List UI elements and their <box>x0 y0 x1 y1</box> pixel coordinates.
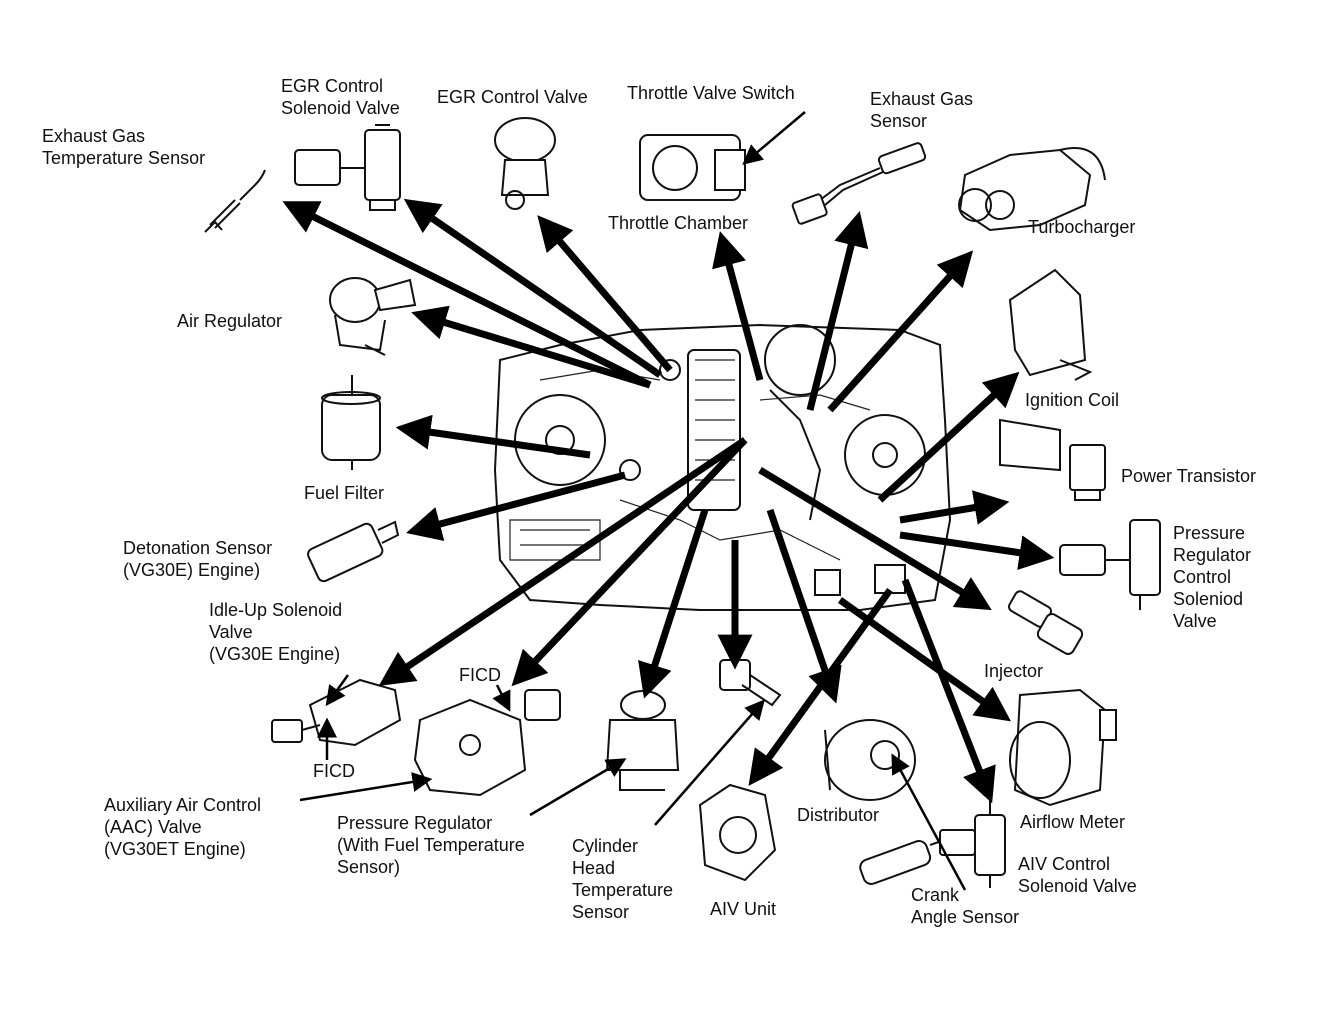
label-pressure-regulator: Pressure Regulator (With Fuel Temperatur… <box>337 813 525 877</box>
power-transistor-part <box>999 418 1106 501</box>
egr-control-valve-part <box>494 117 556 210</box>
pressure-regulator-control-solenoid-valve-part <box>1059 519 1161 610</box>
label-fuel-filter: Fuel Filter <box>304 483 385 503</box>
label-injector: Injector <box>984 661 1044 681</box>
leader-arrows <box>299 111 967 891</box>
label-ignition-coil: Ignition Coil <box>1025 390 1120 410</box>
label-aiv-unit: AIV Unit <box>710 899 777 919</box>
label-egr-control-valve: EGR Control Valve <box>437 87 588 107</box>
label-auxiliary-air-control-valve: Auxiliary Air Control (AAC) Valve (VG30E… <box>104 795 262 859</box>
label-ficd-lower: FICD <box>313 761 355 781</box>
label-exhaust-gas-sensor: Exhaust Gas Sensor <box>870 89 974 131</box>
throttle-chamber-part <box>639 134 746 201</box>
label-cylinder-head-temperature-sensor: Cylinder Head Temperature Sensor <box>572 836 674 922</box>
airflow-meter-part <box>1009 688 1117 807</box>
distributor-part <box>824 719 916 801</box>
label-power-transistor: Power Transistor <box>1121 466 1257 486</box>
label-crank-angle-sensor: Crank Angle Sensor <box>911 885 1020 927</box>
ignition-coil-part <box>1008 268 1093 381</box>
label-throttle-chamber: Throttle Chamber <box>608 213 749 233</box>
air-regulator-part <box>329 277 417 356</box>
aiv-control-solenoid-valve-part <box>939 800 1006 888</box>
label-ficd-upper: FICD <box>459 665 501 685</box>
label-distributor: Distributor <box>797 805 880 825</box>
label-air-regulator: Air Regulator <box>177 311 283 331</box>
label-aiv-control-solenoid-valve: AIV Control Solenoid Valve <box>1018 854 1137 896</box>
label-idle-up-solenoid-valve: Idle-Up Solenoid Valve (VG30E Engine) <box>209 600 343 664</box>
aac-valve-part <box>413 689 561 797</box>
label-egr-control-solenoid-valve: EGR Control Solenoid Valve <box>281 76 400 118</box>
label-exhaust-gas-temperature-sensor: Exhaust Gas Temperature Sensor <box>42 126 206 168</box>
pointer-arrows <box>282 198 1055 804</box>
pressure-regulator-part <box>605 690 680 791</box>
exhaust-gas-temperature-sensor-part <box>204 169 266 233</box>
exhaust-gas-sensor-part <box>791 142 927 225</box>
turbocharger-part <box>958 147 1106 232</box>
crank-angle-sensor-part <box>859 837 951 885</box>
label-detonation-sensor: Detonation Sensor (VG30E) Engine) <box>123 538 273 580</box>
egr-control-solenoid-valve-part <box>294 124 401 211</box>
detonation-sensor-part <box>307 520 400 583</box>
fuel-filter-part <box>321 375 381 470</box>
aiv-unit-part <box>698 783 777 882</box>
label-turbocharger: Turbocharger <box>1028 217 1136 237</box>
label-airflow-meter: Airflow Meter <box>1020 812 1126 832</box>
label-throttle-valve-switch: Throttle Valve Switch <box>627 83 795 103</box>
injector-part <box>1008 590 1084 655</box>
label-pressure-regulator-control-solenoid-valve: Pressure Regulator Control Soleniod Valv… <box>1173 523 1252 631</box>
cylinder-head-temperature-sensor-part <box>719 659 782 707</box>
